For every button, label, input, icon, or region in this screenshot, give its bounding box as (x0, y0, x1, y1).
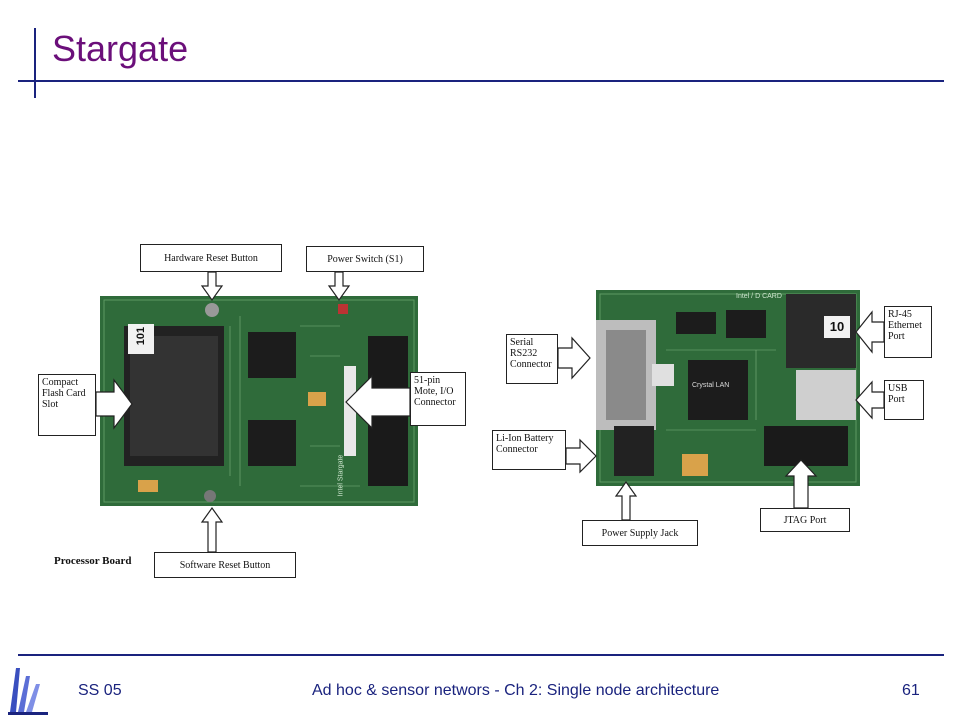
daughter-board-image: Intel / D CARD Crystal LAN 10 (596, 290, 860, 486)
callout-mote-connector: 51-pin Mote, I/O Connector (410, 372, 466, 426)
footer-rule (18, 654, 944, 656)
daughter-chip-label: Crystal LAN (692, 382, 730, 389)
footer-course: SS 05 (78, 682, 122, 699)
footer-page-number: 61 (902, 682, 920, 699)
daughter-silkscreen: Intel / D CARD (736, 293, 782, 300)
processor-board-image: 101 Intel Stargate (100, 296, 418, 506)
university-logo-icon (6, 662, 50, 716)
processor-board-caption: Processor Board (54, 555, 132, 567)
daughter-sticker: 10 (824, 316, 850, 338)
header-rule (18, 80, 944, 82)
callout-software-reset: Software Reset Button (154, 552, 296, 578)
header-vertical-rule (34, 28, 36, 98)
callout-usb: USB Port (884, 380, 924, 420)
callout-ethernet: RJ-45 Ethernet Port (884, 306, 932, 358)
callout-power-switch: Power Switch (S1) (306, 246, 424, 272)
callout-power-jack: Power Supply Jack (582, 520, 698, 546)
callout-compact-flash: Compact Flash Card Slot (38, 374, 96, 436)
callout-serial: Serial RS232 Connector (506, 334, 558, 384)
slide-title: Stargate (52, 28, 189, 69)
footer-chapter-title: Ad hoc & sensor networs - Ch 2: Single n… (312, 682, 720, 699)
